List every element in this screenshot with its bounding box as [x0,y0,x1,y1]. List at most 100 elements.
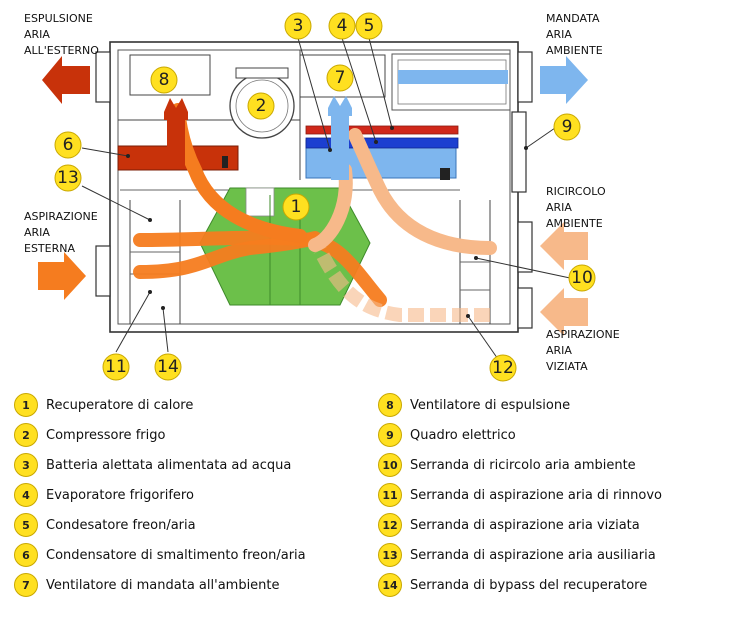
callout-3: 3 [284,12,312,40]
spigot-recirc [517,221,533,273]
arrow-recirc-in [540,222,588,270]
svg-text:ASPIRAZIONE: ASPIRAZIONE [546,328,620,341]
flow-stale-bypass [313,246,490,322]
legend-text: Condesatore freon/aria [46,517,196,533]
svg-text:ASPIRAZIONE: ASPIRAZIONE [24,210,98,223]
flow-return-air-2 [308,163,353,252]
svg-text:AMBIENTE: AMBIENTE [546,44,603,57]
callout-10: 10 [568,264,596,292]
svg-text:RICIRCOLO: RICIRCOLO [546,185,606,198]
callout-12: 12 [489,354,517,382]
leader-lines [81,37,571,363]
legend-item-8: 8 Ventilatore di espulsione [378,392,570,418]
legend-number: 11 [378,483,402,507]
svg-text:11: 11 [105,357,127,377]
svg-text:3: 3 [293,16,304,36]
legend-text: Serranda di aspirazione aria viziata [410,517,640,533]
svg-text:10: 10 [571,268,593,288]
label-ricircolo: RICIRCOLO ARIA AMBIENTE [546,185,606,230]
legend-number: 1 [14,393,38,417]
flow-return-air [348,128,497,255]
legend-number: 12 [378,513,402,537]
callout-1: 1 [282,193,310,221]
legend-item-3: 3 Batteria alettata alimentata ad acqua [14,452,291,478]
svg-text:4: 4 [337,16,348,36]
spigot-exhaust [95,51,111,103]
legend-item-11: 11 Serranda di aspirazione aria di rinnov… [378,482,662,508]
callout-4: 4 [328,12,356,40]
svg-text:7: 7 [335,68,346,88]
legend-number: 6 [14,543,38,567]
legend-item-14: 14 Serranda di bypass del recuperatore [378,572,647,598]
legend-number: 7 [14,573,38,597]
svg-text:MANDATA: MANDATA [546,12,600,25]
legend-text: Evaporatore frigorifero [46,487,194,503]
svg-text:ARIA: ARIA [24,226,50,239]
legend-number: 10 [378,453,402,477]
legend-text: Ventilatore di espulsione [410,397,571,413]
label-mandata: MANDATA ARIA AMBIENTE [546,12,603,57]
spigot-supply [517,51,533,103]
legend-text: Ventilatore di mandata all'ambiente [46,577,280,593]
label-espulsione: ESPULSIONE ARIA ALL'ESTERNO [24,12,99,57]
svg-text:ESTERNA: ESTERNA [24,242,75,255]
legend-text: Serranda di ricircolo aria ambiente [410,457,636,473]
legend-text: Serranda di aspirazione aria di rinnovo [410,487,662,503]
callout-7: 7 [326,64,354,92]
legend-item-2: 2 Compressore frigo [14,422,165,448]
svg-text:AMBIENTE: AMBIENTE [546,217,603,230]
legend-number: 2 [14,423,38,447]
legend-number: 14 [378,573,402,597]
callout-6: 6 [54,131,82,159]
arrow-exhaust-out [42,56,90,104]
legend-item-4: 4 Evaporatore frigorifero [14,482,194,508]
spigot-stale [517,287,533,329]
legend-number: 8 [378,393,402,417]
legend-number: 3 [14,453,38,477]
svg-text:ARIA: ARIA [546,28,572,41]
svg-text:5: 5 [364,16,375,36]
svg-text:ARIA: ARIA [546,201,572,214]
legend-number: 9 [378,423,402,447]
callout-2: 2 [247,92,275,120]
svg-text:ALL'ESTERNO: ALL'ESTERNO [24,44,99,57]
legend-item-6: 6 Condensatore di smaltimento freon/aria [14,542,306,568]
callout-14: 14 [154,353,182,381]
svg-text:8: 8 [159,70,170,90]
svg-text:13: 13 [57,168,79,188]
legend-text: Batteria alettata alimentata ad acqua [46,457,292,473]
svg-text:12: 12 [492,358,514,378]
spigot-outdoor [95,245,111,297]
svg-text:2: 2 [256,96,267,116]
arrow-outdoor-in [38,252,86,300]
electrical-panel [511,111,527,193]
callout-9: 9 [553,113,581,141]
leader-dots [126,126,528,318]
legend-item-9: 9 Quadro elettrico [378,422,516,448]
legend-item-5: 5 Condesatore freon/aria [14,512,196,538]
arrow-supply-out [540,56,588,104]
legend-item-7: 7 Ventilatore di mandata all'ambiente [14,572,280,598]
legend-text: Serranda di bypass del recuperatore [410,577,648,593]
label-aspirazione-esterna: ASPIRAZIONE ARIA ESTERNA [24,210,98,255]
legend-text: Quadro elettrico [410,427,516,443]
callout-11: 11 [102,353,130,381]
legend-number: 4 [14,483,38,507]
arrow-stale-in [540,288,588,336]
legend-item-13: 13 Serranda di aspirazione aria ausiliari… [378,542,656,568]
recuperator-inspection-panel [245,187,275,217]
legend-number: 5 [14,513,38,537]
legend-text: Serranda di aspirazione aria ausiliaria [410,547,656,563]
legend-number: 13 [378,543,402,567]
legend-text: Condensatore di smaltimento freon/aria [46,547,306,563]
svg-text:6: 6 [63,135,74,155]
legend-text: Compressore frigo [46,427,166,443]
callout-5: 5 [355,12,383,40]
callout-8: 8 [150,66,178,94]
svg-text:1: 1 [291,197,302,217]
legend-item-10: 10 Serranda di ricircolo aria ambiente [378,452,636,478]
svg-text:VIZIATA: VIZIATA [546,360,588,373]
hvac-unit-diagram: ESPULSIONE ARIA ALL'ESTERNO MANDATA ARIA… [24,12,620,382]
